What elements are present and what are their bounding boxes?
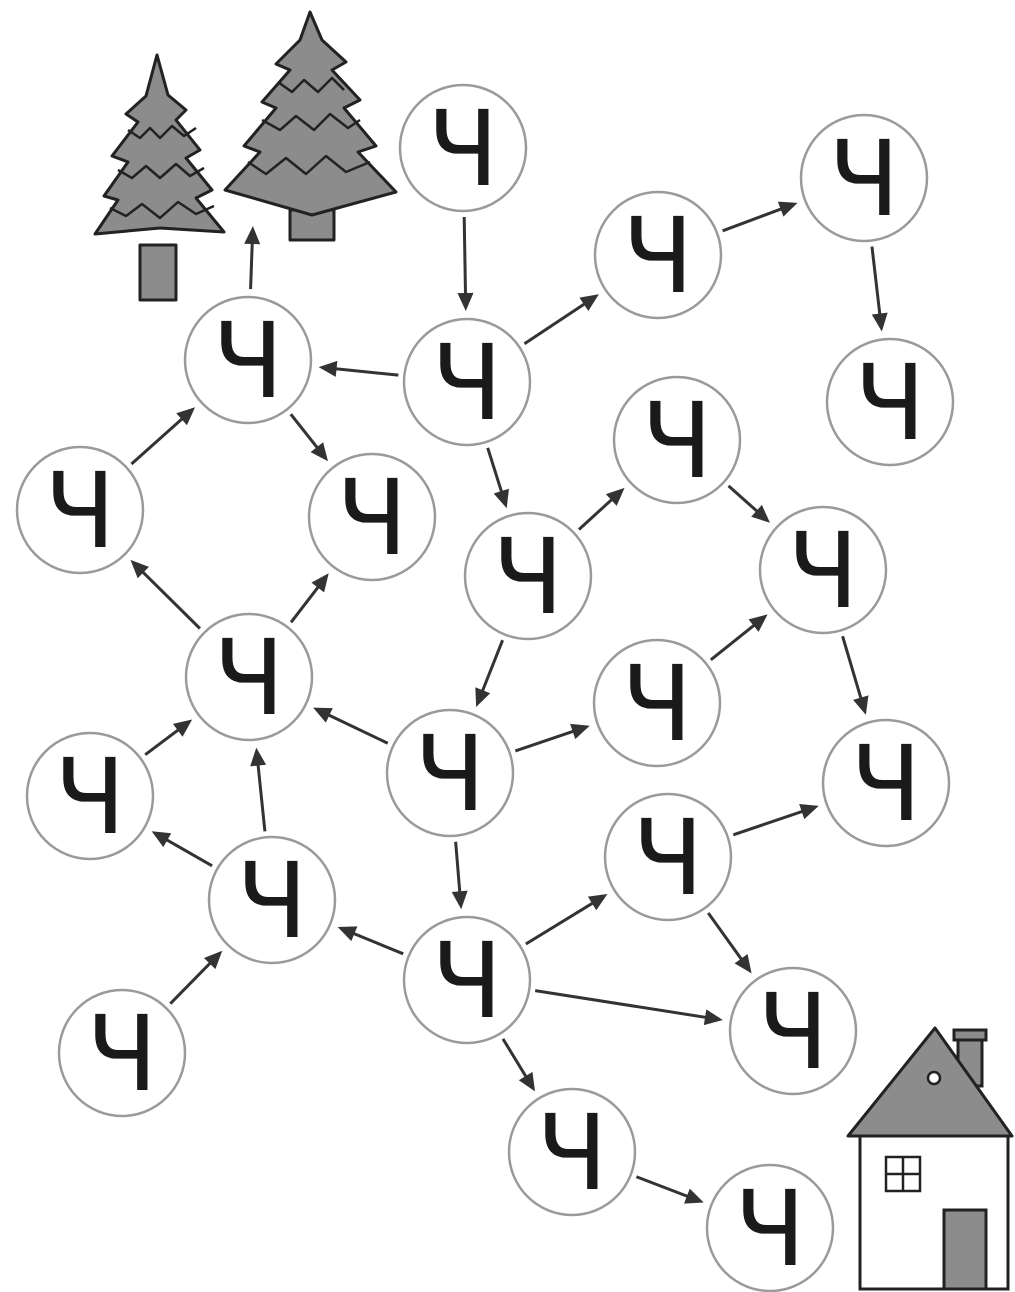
letter-node[interactable]: Ч: [801, 115, 927, 241]
node-letter: Ч: [850, 723, 921, 845]
letter-node[interactable]: Ч: [27, 733, 153, 859]
node-letter: Ч: [622, 195, 693, 317]
arrow: [488, 448, 509, 508]
node-letter: Ч: [86, 993, 157, 1115]
large-fir-tree-icon: [225, 12, 396, 240]
node-letter: Ч: [828, 118, 899, 240]
letter-node[interactable]: Ч: [209, 837, 335, 963]
arrow: [711, 614, 768, 659]
node-letter: Ч: [236, 840, 307, 962]
node-letter: Ч: [621, 643, 692, 765]
node-letter: Ч: [431, 322, 502, 444]
arrow: [515, 724, 589, 751]
window-icon: [886, 1157, 920, 1191]
letter-node[interactable]: Ч: [387, 710, 513, 836]
letter-node[interactable]: Ч: [594, 640, 720, 766]
node-letter: Ч: [854, 342, 925, 464]
node-letter: Ч: [212, 300, 283, 422]
node-letter: Ч: [787, 510, 858, 632]
letter-node[interactable]: Ч: [185, 297, 311, 423]
node-letter: Ч: [414, 713, 485, 835]
letter-node[interactable]: Ч: [827, 339, 953, 465]
arrow: [250, 748, 266, 832]
arrow: [579, 488, 625, 530]
letter-node[interactable]: Ч: [186, 614, 312, 740]
arrow: [524, 294, 598, 343]
arrow: [145, 720, 192, 755]
arrow: [729, 486, 770, 523]
letter-node[interactable]: Ч: [707, 1165, 833, 1291]
arrow: [131, 407, 195, 464]
fir-trees-illustration: [95, 12, 396, 300]
letter-node[interactable]: Ч: [509, 1089, 635, 1215]
letter-node[interactable]: Ч: [17, 447, 143, 573]
letter-node[interactable]: Ч: [309, 454, 435, 580]
node-letter: Ч: [427, 88, 498, 210]
arrow: [152, 831, 212, 866]
letter-node[interactable]: Ч: [605, 794, 731, 920]
letter-node[interactable]: Ч: [59, 990, 185, 1116]
arrow: [338, 926, 403, 953]
letter-node[interactable]: Ч: [823, 720, 949, 846]
arrow: [733, 804, 818, 835]
letter-node[interactable]: Ч: [404, 917, 530, 1043]
node-letter: Ч: [44, 450, 115, 572]
arrow: [475, 640, 502, 707]
arrow: [319, 361, 399, 377]
node-letter: Ч: [54, 736, 125, 858]
door-icon: [944, 1210, 986, 1289]
letter-node[interactable]: Ч: [614, 377, 740, 503]
arrow: [526, 894, 608, 944]
small-fir-tree-icon: [95, 55, 224, 300]
arrow: [131, 560, 200, 629]
arrow: [291, 414, 328, 461]
arrow: [723, 202, 798, 231]
arrow: [244, 226, 260, 289]
letter-node[interactable]: Ч: [595, 192, 721, 318]
arrow: [843, 636, 869, 715]
node-letter: Ч: [213, 617, 284, 739]
letter-node[interactable]: Ч: [465, 513, 591, 639]
arrow: [872, 247, 888, 332]
node-letter: Ч: [492, 516, 563, 638]
letter-node[interactable]: Ч: [400, 85, 526, 211]
arrow: [457, 217, 473, 311]
node-letter: Ч: [336, 457, 407, 579]
node-letter: Ч: [431, 920, 502, 1042]
node-letter: Ч: [757, 971, 828, 1093]
arrow: [313, 708, 388, 744]
arrow: [452, 842, 468, 909]
arrow: [636, 1177, 703, 1204]
node-letter: Ч: [536, 1092, 607, 1214]
letter-node[interactable]: Ч: [730, 968, 856, 1094]
letter-node[interactable]: Ч: [760, 507, 886, 633]
arrow: [291, 573, 329, 622]
arrow: [535, 991, 723, 1025]
node-letter: Ч: [734, 1168, 805, 1290]
house-illustration: [848, 1028, 1012, 1289]
node-letter: Ч: [641, 380, 712, 502]
arrow: [503, 1039, 535, 1092]
node-letter: Ч: [632, 797, 703, 919]
letter-node[interactable]: Ч: [404, 319, 530, 445]
arrow: [170, 951, 222, 1004]
arrow: [708, 913, 751, 973]
